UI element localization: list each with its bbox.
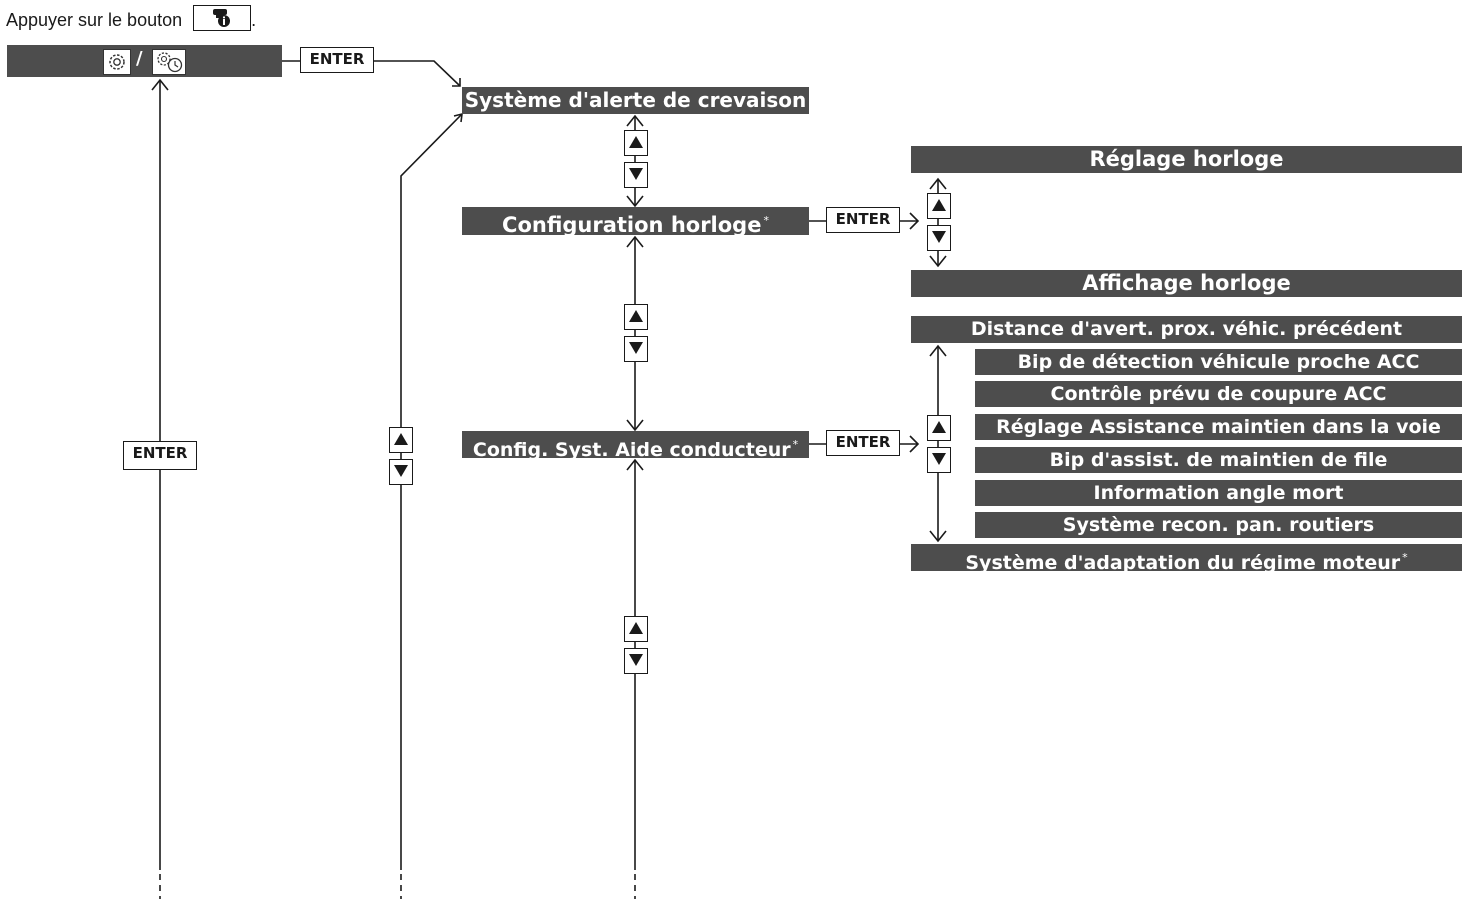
intro-suffix: . bbox=[251, 10, 257, 30]
menu-clock-config-star: * bbox=[763, 214, 769, 227]
intro-label: Appuyer sur le bouton bbox=[6, 10, 183, 30]
col-arrow-1u bbox=[626, 114, 644, 127]
down-triangle-icon bbox=[629, 654, 643, 666]
submenu-clock-display: Affichage horloge bbox=[911, 270, 1462, 297]
submenu-assist-bottom-star: * bbox=[1402, 551, 1408, 564]
up-arrow-button bbox=[389, 427, 413, 453]
down-arrow-button bbox=[389, 459, 413, 485]
submenu-assist-item: Système recon. pan. routiers bbox=[975, 512, 1462, 538]
clock-arrow-u bbox=[929, 177, 947, 190]
down-triangle-icon bbox=[629, 168, 643, 180]
clock-enter-box: ENTER bbox=[826, 207, 900, 233]
up-triangle-icon bbox=[629, 310, 643, 322]
submenu-assist-item-label: Bip de détection véhicule proche ACC bbox=[1017, 351, 1420, 373]
submenu-clock-display-label: Affichage horloge bbox=[1082, 271, 1291, 295]
up-arrow-button bbox=[927, 415, 951, 441]
menu-tire-pressure-alert: Système d'alerte de crevaison bbox=[462, 87, 809, 114]
up-arrow-button bbox=[624, 130, 648, 156]
submenu-assist-item: Réglage Assistance maintien dans la voie bbox=[975, 414, 1462, 440]
menu-driver-assist-config-star: * bbox=[792, 438, 799, 451]
submenu-assist-item: Bip d'assist. de maintien de file bbox=[975, 447, 1462, 473]
up-arrow-button bbox=[624, 616, 648, 642]
settings-gear-icon bbox=[103, 49, 131, 75]
submenu-assist-item-label: Bip d'assist. de maintien de file bbox=[1049, 449, 1388, 471]
submenu-assist-top: Distance d'avert. prox. véhic. précédent bbox=[911, 316, 1462, 343]
col-arrow-2d bbox=[626, 419, 644, 432]
up-arrow-button bbox=[927, 193, 951, 219]
clock-enter-arrow bbox=[909, 212, 920, 230]
down-triangle-icon bbox=[932, 453, 946, 465]
up-triangle-icon bbox=[932, 421, 946, 433]
menu-driver-assist-config: Config. Syst. Aide conducteur* bbox=[462, 431, 809, 458]
submenu-clock-adjust-label: Réglage horloge bbox=[1089, 147, 1284, 171]
settings-clock-icon bbox=[152, 49, 186, 75]
intro-text: Appuyer sur le bouton . bbox=[6, 5, 256, 31]
down-triangle-icon bbox=[394, 465, 408, 477]
submenu-assist-item: Contrôle prévu de coupure ACC bbox=[975, 381, 1462, 407]
arrowhead-root bbox=[151, 78, 169, 91]
down-arrow-button bbox=[927, 447, 951, 473]
down-arrow-button bbox=[624, 162, 648, 188]
col-arrow-3u bbox=[626, 458, 644, 471]
submenu-assist-item-label: Réglage Assistance maintien dans la voie bbox=[996, 416, 1441, 438]
assist-enter-arrow bbox=[909, 435, 920, 453]
assist-arrow-d bbox=[929, 530, 947, 543]
menu-clock-config: Configuration horloge* bbox=[462, 207, 809, 235]
arrowhead-loop bbox=[453, 112, 463, 123]
down-arrow-button bbox=[624, 648, 648, 674]
phone-button bbox=[193, 5, 252, 31]
assist-arrow-u bbox=[929, 344, 947, 357]
down-arrow-button bbox=[927, 225, 951, 251]
down-triangle-icon bbox=[932, 231, 946, 243]
submenu-assist-item: Information angle mort bbox=[975, 480, 1462, 506]
up-arrow-button bbox=[624, 304, 648, 330]
menu-driver-assist-config-label: Config. Syst. Aide conducteur bbox=[472, 439, 791, 458]
root-enter-box: ENTER bbox=[300, 47, 374, 73]
up-triangle-icon bbox=[629, 622, 643, 634]
left-enter-box: ENTER bbox=[123, 441, 197, 470]
up-triangle-icon bbox=[932, 199, 946, 211]
submenu-assist-item: Bip de détection véhicule proche ACC bbox=[975, 349, 1462, 375]
down-triangle-icon bbox=[629, 342, 643, 354]
arrowhead-alert bbox=[452, 78, 461, 87]
submenu-assist-item-label: Information angle mort bbox=[1093, 482, 1344, 504]
col-arrow-2u bbox=[626, 235, 644, 248]
root-menu-bar bbox=[7, 45, 282, 77]
submenu-assist-bottom: Système d'adaptation du régime moteur* bbox=[911, 544, 1462, 571]
menu-clock-config-label: Configuration horloge bbox=[502, 213, 762, 235]
submenu-assist-top-label: Distance d'avert. prox. véhic. précédent bbox=[970, 318, 1403, 340]
menu-tire-pressure-alert-label: Système d'alerte de crevaison bbox=[464, 88, 807, 112]
col-arrow-1d bbox=[626, 195, 644, 208]
icon-separator: / bbox=[136, 48, 143, 69]
up-triangle-icon bbox=[629, 136, 643, 148]
down-arrow-button bbox=[624, 336, 648, 362]
enter-to-alert-line bbox=[374, 60, 461, 87]
assist-enter-box: ENTER bbox=[826, 430, 900, 456]
submenu-assist-bottom-label: Système d'adaptation du régime moteur bbox=[965, 552, 1401, 571]
phone-info-icon bbox=[213, 9, 231, 27]
submenu-clock-adjust: Réglage horloge bbox=[911, 146, 1462, 173]
up-triangle-icon bbox=[394, 433, 408, 445]
submenu-assist-item-label: Contrôle prévu de coupure ACC bbox=[1050, 383, 1387, 405]
submenu-assist-item-label: Système recon. pan. routiers bbox=[1062, 514, 1375, 536]
clock-arrow-d bbox=[929, 255, 947, 268]
loop-line bbox=[400, 113, 463, 870]
